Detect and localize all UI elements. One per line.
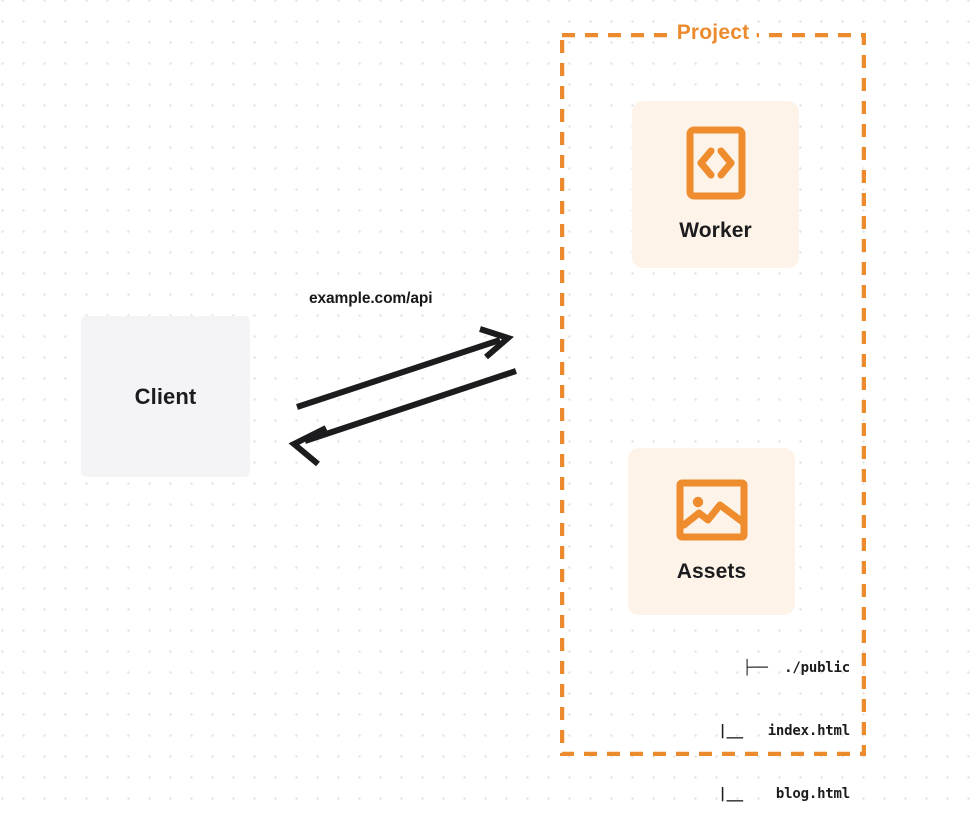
response-arrow-head [288,425,328,467]
response-arrow-line [304,368,517,444]
assets-card-label: Assets [676,560,747,583]
assets-card: Assets [628,448,795,615]
project-title: Project [669,21,757,45]
code-brackets-icon [686,126,746,205]
request-arrow-line [296,337,501,410]
file-tree-row: ├── ./public [743,660,850,676]
client-node: Client [81,316,250,477]
assets-file-tree: ├── ./public |__ index.html |__ blog.htm… [605,616,850,818]
project-container: Project Worker Assets [560,21,866,802]
file-tree-row: |__ index.html [718,723,850,739]
edge-label-example-com-api: example.com/api [309,290,433,307]
request-arrow-head [479,326,515,360]
image-picture-icon [676,479,748,546]
worker-card-label: Worker [679,219,752,242]
file-tree-row: |__ blog.html [718,786,850,802]
worker-card: Worker [632,101,799,268]
client-node-label: Client [134,383,197,409]
